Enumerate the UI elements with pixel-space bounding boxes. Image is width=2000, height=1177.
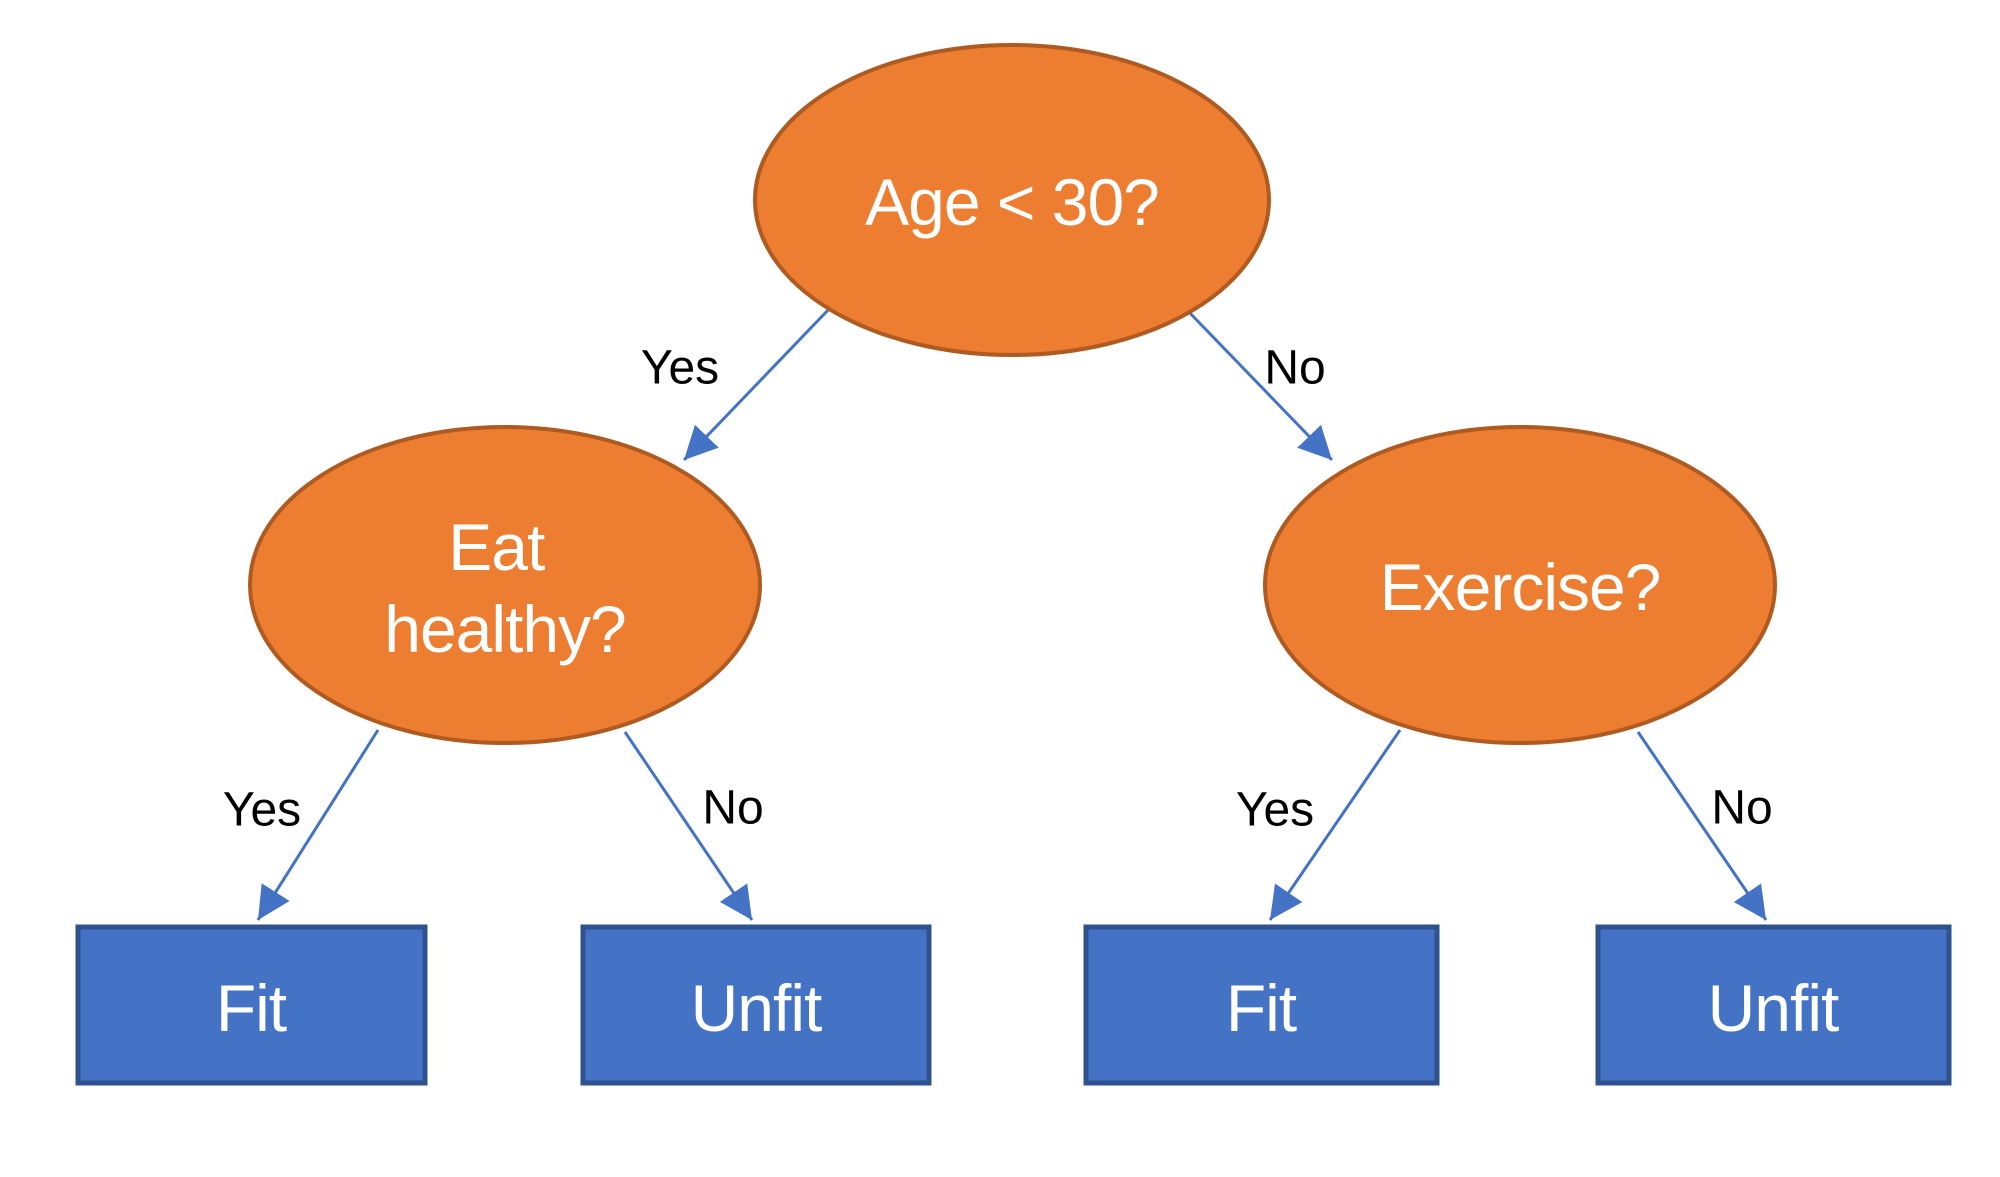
leaf-unfit-2: Unfit <box>1595 924 1952 1086</box>
edge-root-no: No <box>1185 308 1334 462</box>
edge-eat-yes-label: Yes <box>223 784 301 837</box>
node-age: Age < 30? <box>753 43 1271 357</box>
node-exercise-ellipse <box>1263 425 1777 745</box>
node-age-label: Age < 30? <box>865 165 1159 239</box>
node-eat-healthy: Eat healthy? <box>248 425 762 745</box>
edge-eat-yes: Yes <box>223 729 380 921</box>
leaf-unfit-1-rect <box>580 924 932 1086</box>
node-eat-healthy-ellipse <box>248 425 762 745</box>
edge-root-yes: Yes <box>641 306 832 462</box>
edge-root-yes-arrow <box>682 306 832 462</box>
edge-root-no-arrow <box>1185 308 1334 462</box>
edge-exercise-no-label: No <box>1711 782 1772 835</box>
leaf-fit-1: Fit <box>75 924 428 1086</box>
node-exercise: Exercise? <box>1263 425 1777 745</box>
edge-exercise-no-arrow <box>1636 731 1768 921</box>
edge-exercise-yes: Yes <box>1236 729 1402 921</box>
edge-eat-no-arrow <box>623 731 754 921</box>
leaf-unfit-1-label: Unfit <box>691 971 822 1045</box>
leaf-fit-2: Fit <box>1083 924 1440 1086</box>
leaf-fit-1-rect <box>75 924 428 1086</box>
leaf-unfit-2-rect <box>1595 924 1952 1086</box>
leaf-unfit-1: Unfit <box>580 924 932 1086</box>
edge-exercise-no: No <box>1636 731 1773 921</box>
edge-exercise-yes-label: Yes <box>1236 784 1314 837</box>
leaf-fit-2-label: Fit <box>1226 971 1297 1045</box>
leaf-unfit-2-label: Unfit <box>1708 971 1839 1045</box>
edge-root-no-label: No <box>1264 342 1325 395</box>
node-eat-healthy-label-line2: healthy? <box>384 592 626 666</box>
edge-exercise-yes-arrow <box>1268 729 1402 921</box>
edge-eat-no: No <box>623 731 764 921</box>
node-age-ellipse <box>753 43 1271 357</box>
node-eat-healthy-label-line1: Eat <box>448 510 545 584</box>
edge-eat-yes-arrow <box>256 729 380 921</box>
leaf-fit-1-label: Fit <box>216 971 287 1045</box>
edge-root-yes-label: Yes <box>641 342 719 395</box>
node-exercise-label: Exercise? <box>1380 550 1661 624</box>
edge-eat-no-label: No <box>702 782 763 835</box>
node-eat-healthy-label: Eat healthy? <box>384 487 626 666</box>
leaf-fit-2-rect <box>1083 924 1440 1086</box>
